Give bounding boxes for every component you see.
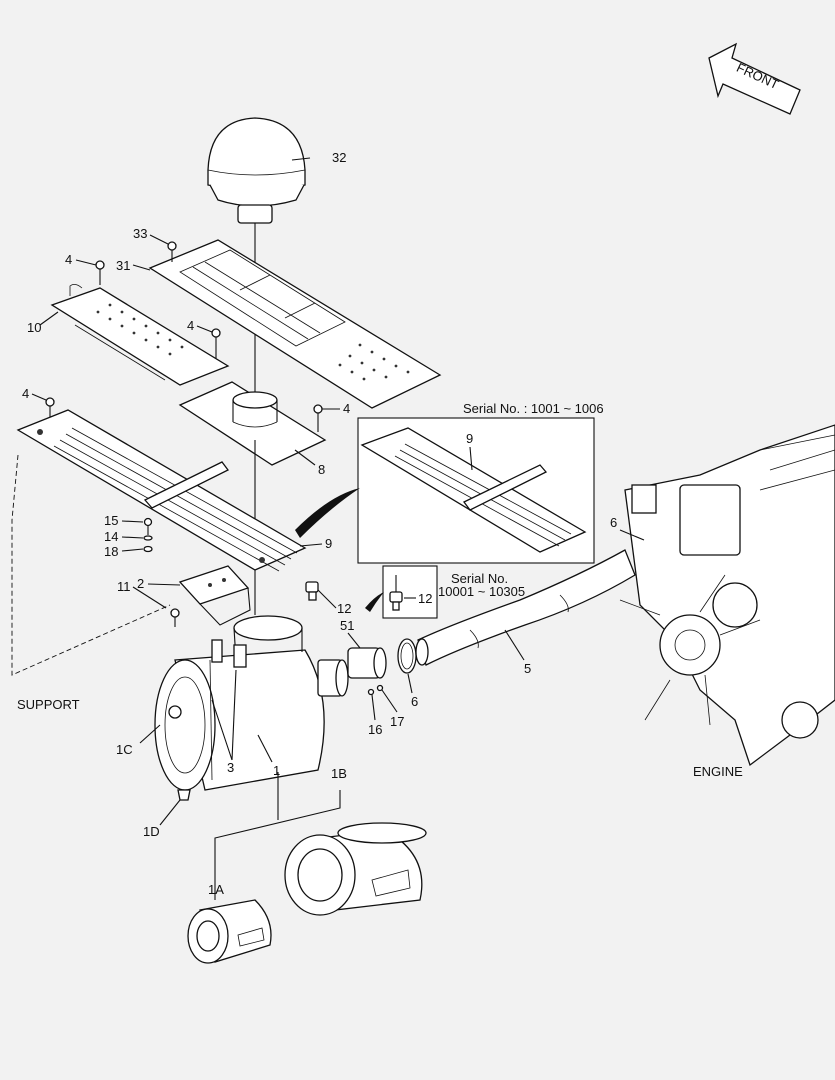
callout-12: 12: [337, 601, 351, 616]
inset-small-callout-12: 12: [418, 591, 432, 606]
inset-small-pointer: [365, 592, 384, 612]
callout-6a: 6: [411, 694, 418, 709]
bolt-15-part: [143, 517, 153, 535]
washer-14-part: [143, 535, 153, 541]
mounting-plate-part: [178, 381, 327, 615]
callout-51: 51: [340, 618, 354, 633]
callout-1D: 1D: [143, 824, 160, 839]
callout-17: 17: [390, 714, 404, 729]
callout-33: 33: [133, 226, 147, 241]
callout-32: 32: [332, 150, 346, 165]
callout-9: 9: [325, 536, 332, 551]
support-label: SUPPORT: [17, 697, 80, 712]
callout-4c: 4: [22, 386, 29, 401]
intake-hose-part: [415, 549, 636, 666]
inset-box-serial-10001: 12 Serial No. 10001 ~ 10305: [382, 565, 525, 619]
callout-3: 3: [227, 760, 234, 775]
perforated-plate-part: [50, 284, 230, 386]
inset-serial-text: Serial No. : 1001 ~ 1006: [463, 401, 604, 416]
leader-lines: [31, 157, 645, 826]
inner-filter-element-part: [187, 899, 272, 964]
inset-top-pointer: [295, 488, 360, 538]
top-cover-plate-part: [148, 239, 442, 409]
inset-box-serial-1001: Serial No. : 1001 ~ 1006 9: [357, 401, 604, 564]
callout-4b: 4: [187, 318, 194, 333]
callout-15: 15: [104, 513, 118, 528]
callout-31: 31: [116, 258, 130, 273]
clamp-6a-part: [397, 638, 417, 674]
callout-labels: 32 33 31 4 10 4 4 4 8 9 15 14 18 2 11 12…: [22, 150, 617, 897]
bolt-11-part: [170, 608, 180, 627]
callout-18: 18: [104, 544, 118, 559]
support-bracket-part: [178, 565, 251, 626]
callout-16: 16: [368, 722, 382, 737]
rain-cap-part: [207, 117, 306, 400]
bolt-33-part: [167, 241, 177, 262]
adapter-51-part: [347, 647, 387, 679]
callout-5: 5: [524, 661, 531, 676]
callout-1B: 1B: [331, 766, 347, 781]
callout-4a: 4: [65, 252, 72, 267]
screw-16-part: [367, 688, 375, 696]
callout-1C: 1C: [116, 742, 133, 757]
outer-filter-element-part: [284, 822, 427, 916]
bolt-4b-part: [211, 328, 221, 360]
inset-small-serial-line1: Serial No.: [451, 571, 508, 586]
callout-2: 2: [137, 576, 144, 591]
callout-4d: 4: [343, 401, 350, 416]
washer-18-part: [143, 545, 153, 553]
callout-6b: 6: [610, 515, 617, 530]
engine-part: [619, 424, 835, 767]
inset-small-serial-line2: 10001 ~ 10305: [438, 584, 525, 599]
bolt-4d-part: [313, 404, 323, 432]
engine-label: ENGINE: [693, 764, 743, 779]
callout-8: 8: [318, 462, 325, 477]
callout-14: 14: [104, 529, 118, 544]
air-cleaner-housing-part: [154, 615, 349, 801]
callout-1: 1: [273, 763, 280, 778]
bolt-4a-part: [95, 260, 105, 285]
callout-1A: 1A: [208, 882, 224, 897]
front-direction-arrow: FRONT: [708, 42, 801, 115]
nut-17-part: [376, 684, 384, 692]
restriction-sensor-part: [305, 581, 319, 601]
inset-callout-9: 9: [466, 431, 473, 446]
callout-11: 11: [117, 579, 131, 594]
callout-10: 10: [27, 320, 41, 335]
grille-bracket-part: [11, 409, 307, 676]
